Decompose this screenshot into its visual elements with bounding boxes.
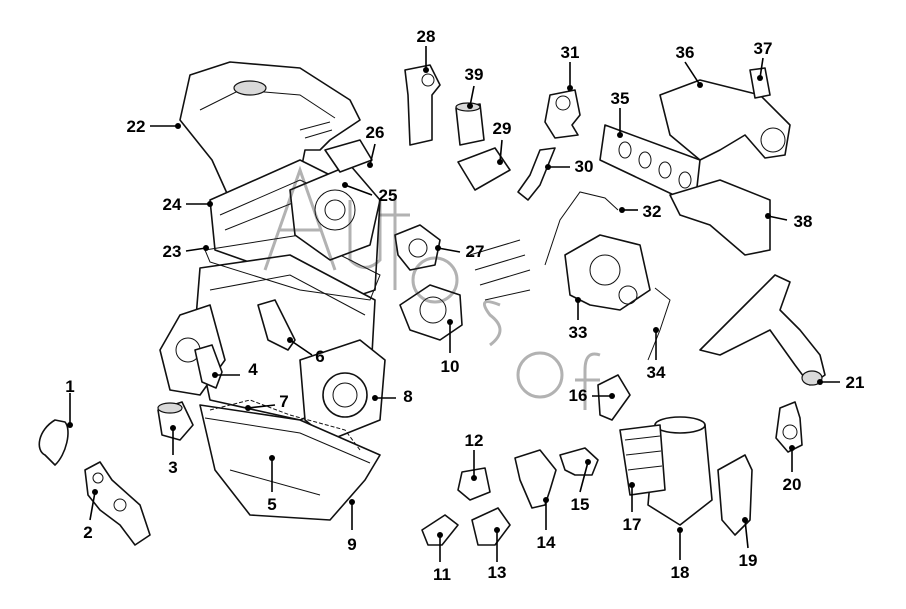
callout-31: 31 [561,43,580,62]
callout-32: 32 [643,202,662,221]
fuel-filter-28 [404,64,441,146]
callout-36: 36 [676,43,695,62]
sensor-20 [775,401,803,453]
vacuum-valve-31 [544,89,581,139]
hose-30 [517,147,556,201]
callout-28: 28 [417,27,436,46]
callout-37: 37 [754,39,773,58]
oil-filter [157,401,194,441]
callout-15: 15 [571,495,590,514]
callout-39: 39 [465,65,484,84]
callout-3: 3 [168,458,177,477]
intake-manifold [659,67,791,161]
callout-leaders [67,46,840,562]
callout-18: 18 [671,563,690,582]
oil-pump [84,461,151,546]
coolant-pipe-21 [699,274,826,386]
oil-sump [199,399,381,521]
callout-24: 24 [163,195,182,214]
callout-35: 35 [611,89,630,108]
callout-16: 16 [569,386,588,405]
engine-mount-11 [421,514,459,546]
air-filter [619,416,713,526]
callout-4: 4 [248,360,258,379]
thermostat-housing [257,299,296,351]
callout-34: 34 [647,363,666,382]
callout-9: 9 [347,535,356,554]
callout-13: 13 [488,563,507,582]
water-pump [399,284,463,341]
canister-39 [455,102,485,146]
callout-6: 6 [315,347,324,366]
callout-38: 38 [794,212,813,231]
timing-belt [38,419,69,466]
callout-20: 20 [783,475,802,494]
callout-10: 10 [441,357,460,376]
callout-labels: 1 2 3 4 5 6 7 8 9 10 11 12 13 14 15 16 1… [65,27,864,584]
callout-30: 30 [575,157,594,176]
callout-12: 12 [465,431,484,450]
throttle-body [289,139,381,261]
callout-1: 1 [65,377,74,396]
callout-14: 14 [537,533,556,552]
engine-mount-13 [471,507,511,546]
exhaust-manifold [669,179,771,256]
bracket-19 [717,454,753,536]
callout-33: 33 [569,323,588,342]
callout-26: 26 [366,123,385,142]
watermark [263,165,601,410]
callout-29: 29 [493,119,512,138]
egr-valve [394,224,441,271]
callout-7: 7 [279,392,288,411]
callout-22: 22 [127,117,146,136]
callout-2: 2 [83,523,92,542]
relay-29 [457,147,511,191]
dipstick-tube [544,191,619,266]
callout-25: 25 [379,186,398,205]
callout-8: 8 [403,387,412,406]
pipe-bundle [469,239,531,301]
turbocharger [564,234,651,311]
callout-27: 27 [466,242,485,261]
callout-21: 21 [846,373,865,392]
oil-return-pipe [647,287,671,361]
callout-17: 17 [623,515,642,534]
callout-23: 23 [163,242,182,261]
callout-5: 5 [267,495,276,514]
callout-19: 19 [739,551,758,570]
callout-11: 11 [433,565,451,584]
engine-mount-12 [457,467,491,501]
